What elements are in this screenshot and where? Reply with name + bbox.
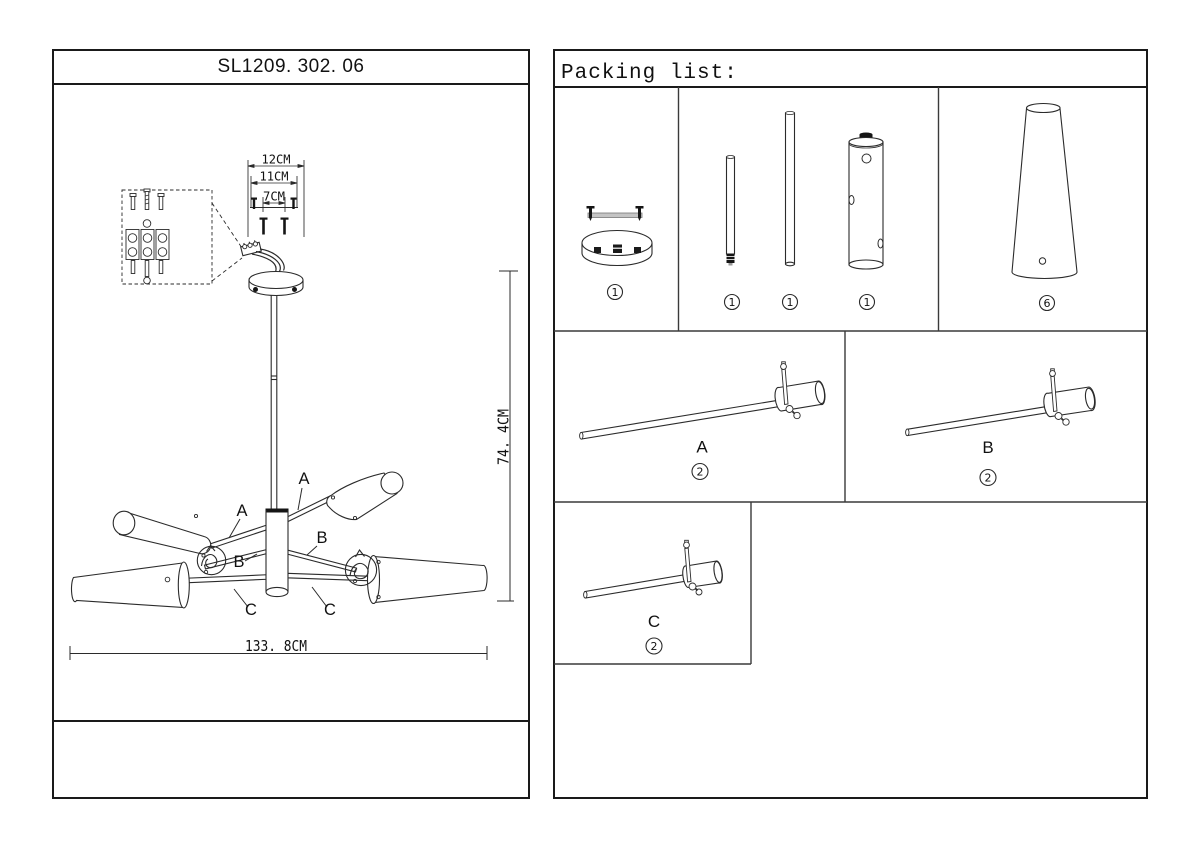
packing-label-a: A [696,438,708,457]
ceiling-canopy [249,272,303,296]
qty-rod-short: 1 [725,295,740,310]
svg-text:1: 1 [864,296,871,309]
svg-text:2: 2 [651,640,658,653]
detail-leader-top [212,203,242,248]
arm-a-left [210,525,268,548]
svg-text:2: 2 [697,466,704,479]
dim-11cm: 11CM [260,170,289,184]
label-c-left: C [245,601,257,619]
center-hub [266,509,289,597]
packing-arm-a-icon [580,362,826,439]
packing-canopy-icon [582,206,652,266]
packing-hub-icon [849,133,883,270]
packing-shade-icon [1012,104,1077,279]
central-rod [271,288,277,510]
qty-hub: 1 [860,295,875,310]
packing-label-c: C [648,612,660,631]
dim-133cm: 133. 8CM [245,637,307,655]
lamp-technical-drawing [70,160,518,660]
shade-c-right [368,556,488,604]
arm-c-right [287,573,371,581]
packing-arm-c-icon [584,540,724,598]
packing-label-b: B [982,438,993,457]
wire-connector [240,239,284,272]
svg-text:1: 1 [612,286,619,299]
svg-text:1: 1 [787,296,794,309]
dim-74cm: 74. 4CM [495,409,513,465]
packing-rod-long-icon [786,111,795,265]
detail-leader-bottom [212,258,242,281]
packing-list-title: Packing list: [561,62,738,85]
arm-c-left [186,575,267,583]
svg-text:6: 6 [1044,297,1051,310]
left-panel-border [53,50,529,798]
shade-a-left [113,511,211,557]
packing-arm-b-icon [906,369,1096,436]
qty-arm-c: 2 [646,638,662,654]
qty-arm-b: 2 [980,470,996,486]
quantity-badges: 1 1 1 1 6 2 2 2 [608,285,1055,655]
label-a-right: A [298,470,309,488]
dim-12cm: 12CM [262,153,291,167]
qty-rod-long: 1 [783,295,798,310]
dim-7cm: 7CM [263,190,285,204]
shade-c-left [71,562,189,608]
label-b-right: B [316,529,327,547]
shade-b-left [197,546,225,575]
label-a-left: A [236,502,247,520]
qty-shade: 6 [1040,296,1055,311]
packing-rod-short-icon [727,156,735,266]
qty-canopy: 1 [608,285,623,300]
label-b-left: B [233,553,244,571]
model-title: SL1209. 302. 06 [218,56,365,77]
mounting-hardware-detail [122,189,212,284]
arm-a-right [281,496,332,524]
label-c-right: C [324,601,336,619]
svg-text:1: 1 [729,296,736,309]
shade-a-right [327,472,403,520]
qty-arm-a: 2 [692,464,708,480]
svg-text:2: 2 [985,472,992,485]
